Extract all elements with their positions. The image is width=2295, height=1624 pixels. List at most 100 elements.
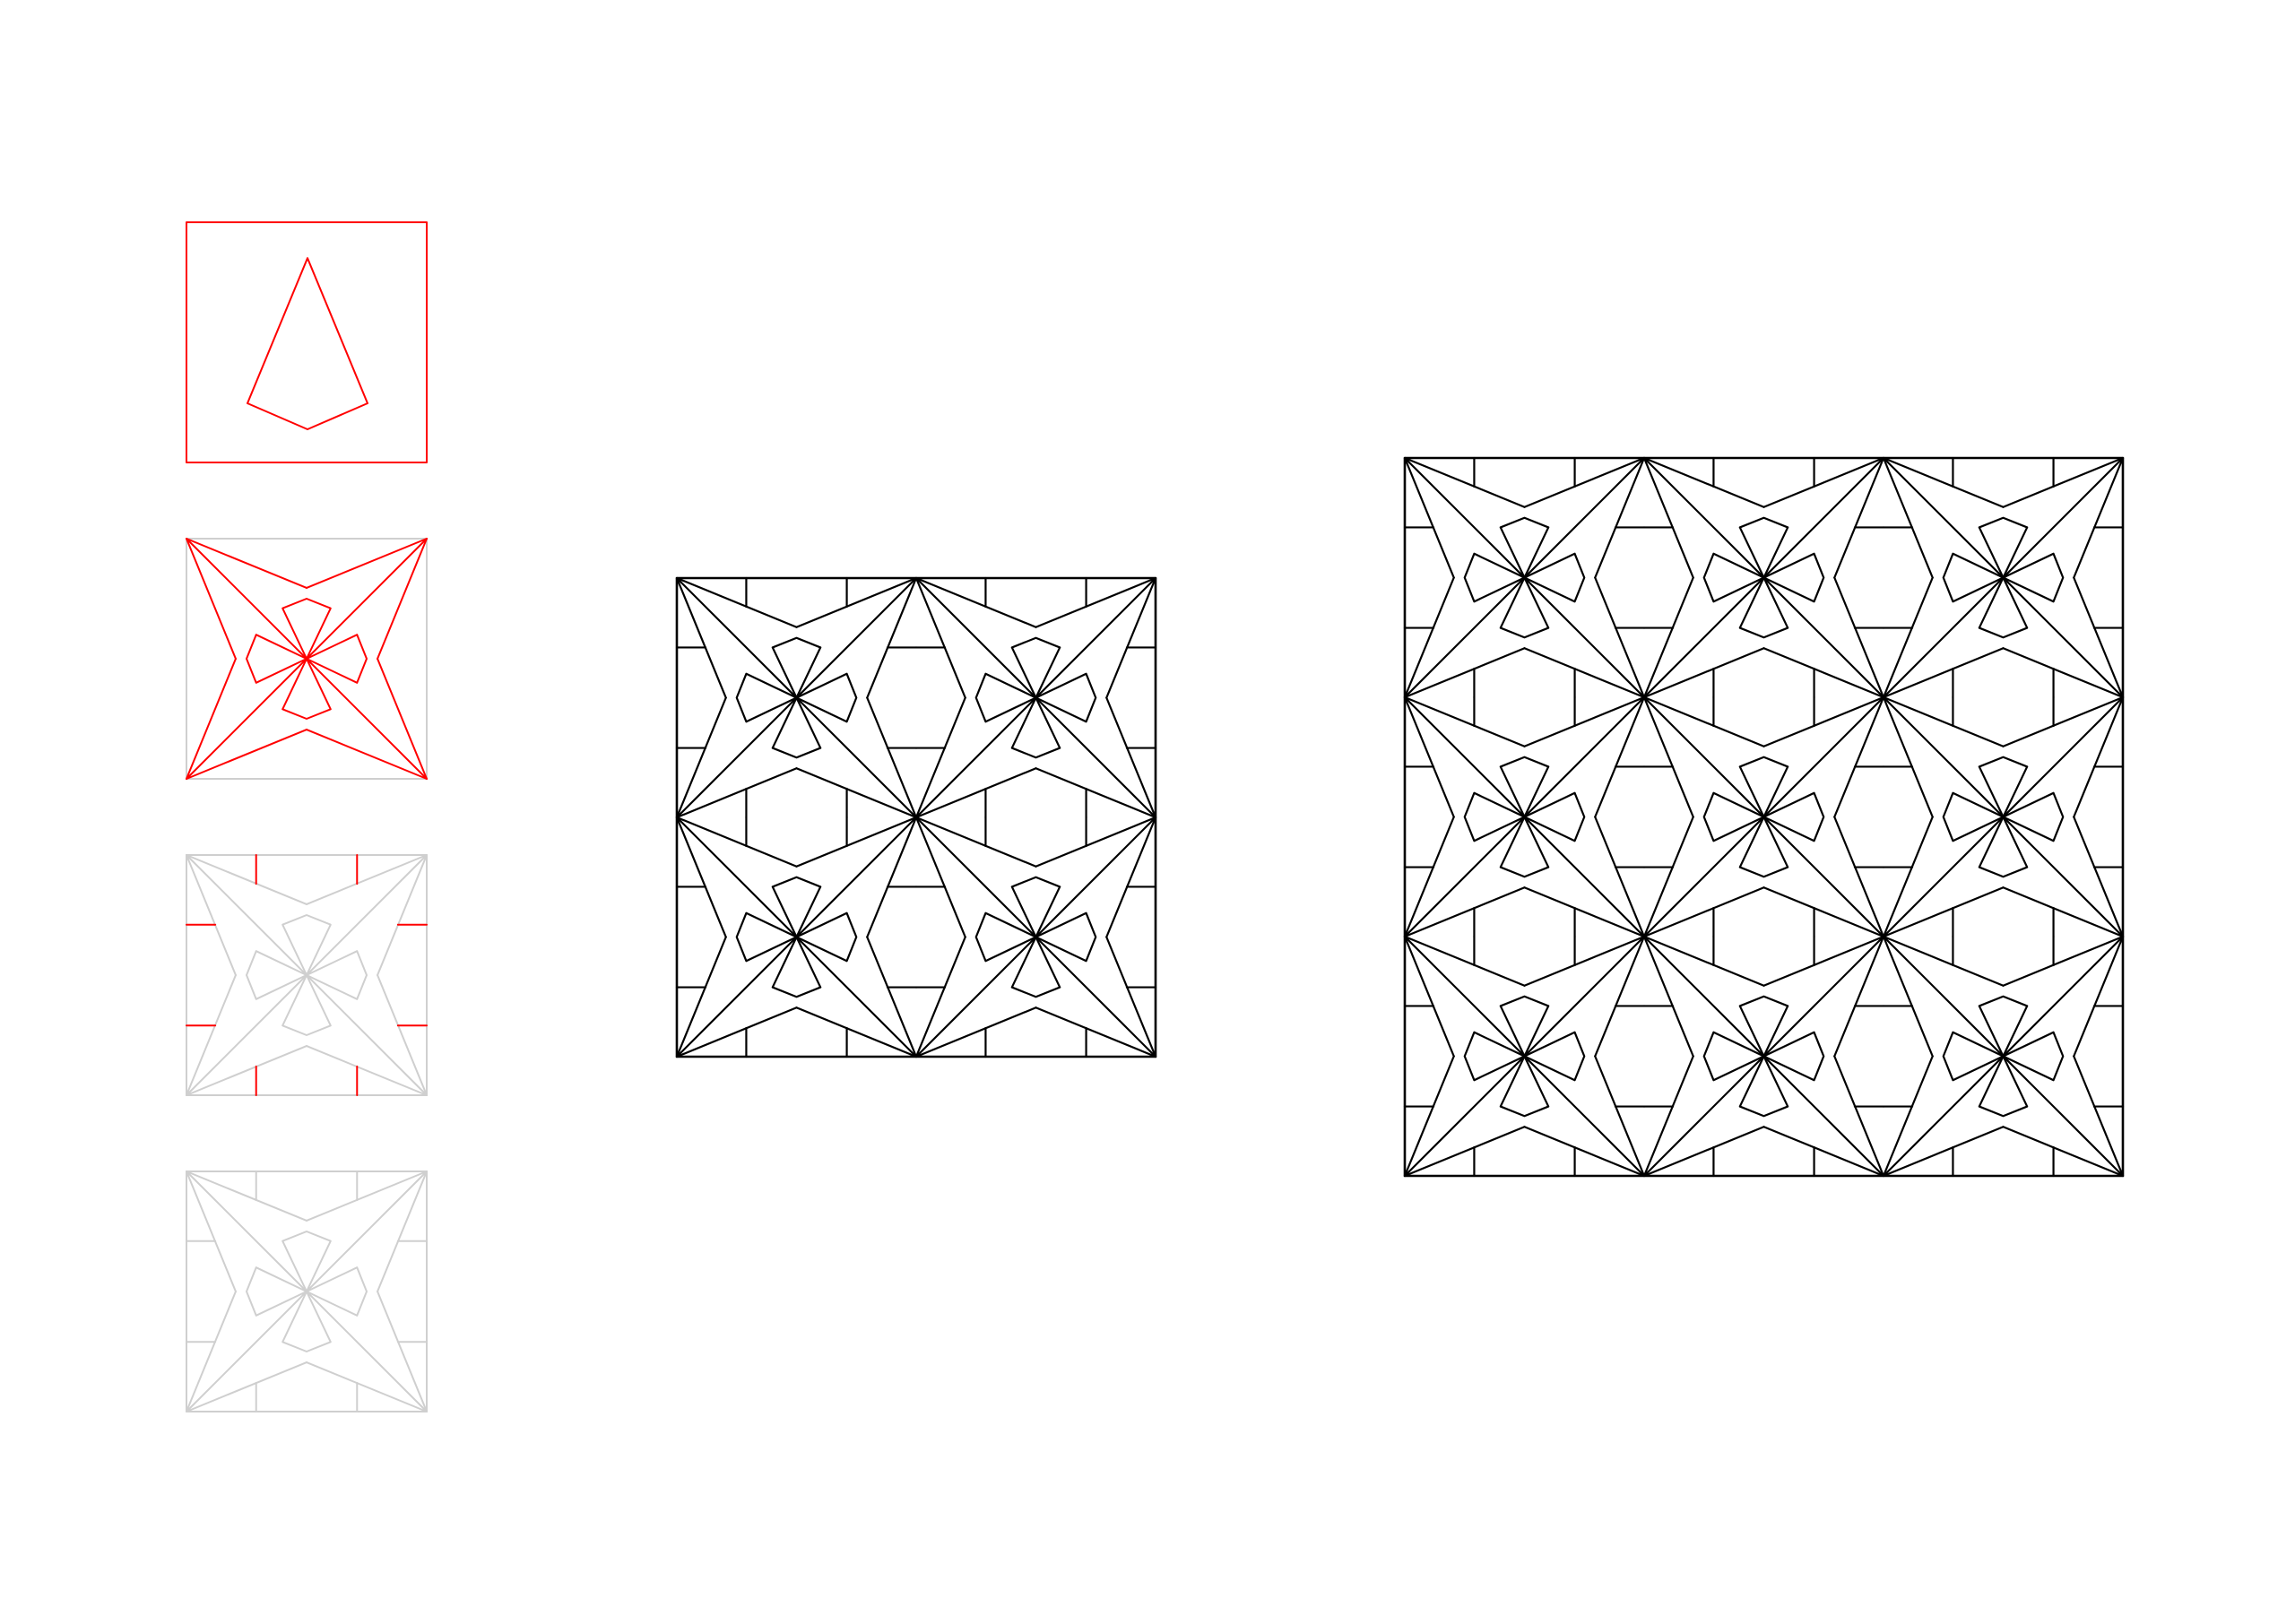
star-line [2073,816,2125,938]
kite-shape [2002,791,2065,842]
star-line [1882,935,2005,987]
kite-shape [1035,911,1097,963]
star-line [675,936,727,1058]
star-line [1035,767,1157,819]
star-line [306,1170,428,1222]
star-line [1403,456,1455,579]
star-line [2002,1126,2125,1178]
kite-shape [1463,552,1526,603]
star-line [1882,695,2005,747]
kite-shape [1738,1055,1789,1118]
kite-shape [1762,1031,1825,1082]
kite-shape [1499,995,1550,1058]
kite-shape [1499,516,1550,579]
star-line [1762,886,1885,938]
star-line [1642,935,1694,1058]
star-line [186,854,307,905]
star-line [866,696,918,819]
star-line [377,538,428,660]
star-line [306,538,428,589]
kite-shape [1762,552,1825,603]
star-line [1762,456,1885,508]
star-line [914,767,1037,819]
star-line [675,576,727,699]
star-line [1762,647,1885,699]
star-line [1833,935,1885,1058]
star-line [1833,816,1885,938]
tiling-outer-frame [1403,456,2125,1178]
star-line [1882,816,1934,938]
star-line [306,854,428,905]
star-line [186,1361,307,1412]
step-1-frame [186,221,428,463]
step-3-edge-ticks [186,854,428,1096]
kite-shape [1762,791,1825,842]
star-line [1523,456,1646,508]
kite-shape [1978,516,2029,579]
star-line [186,538,307,589]
kite-shape [1499,576,1550,639]
kite-shape [1738,576,1789,639]
star-line [1105,576,1157,699]
kite-shape [1010,636,1061,699]
star-line [1642,695,1765,747]
star-line [1882,456,1934,579]
kite-shape [1463,1031,1526,1082]
star-line [1403,695,1526,747]
star-line [377,658,428,780]
star-line [1523,886,1646,938]
star-line [186,1291,237,1412]
star-line [1594,1055,1646,1178]
kite-shape [281,1291,332,1352]
kite-shape [2002,1031,2065,1082]
star-line [1523,647,1646,699]
kite-shape [735,911,798,963]
kite-shape [1010,876,1061,938]
star-line [1523,1126,1646,1178]
star-line [795,576,918,628]
star-line [1594,576,1646,699]
star-line [675,1006,798,1058]
kite-shape [2002,552,2065,603]
star-line [1035,576,1157,628]
star-line [1594,935,1646,1058]
star-line [1594,456,1646,579]
star-line [2002,456,2125,508]
star-line [1833,576,1885,699]
star-line [1762,1126,1885,1178]
star-line [675,576,798,628]
star-line [1642,886,1765,938]
star-line [1642,647,1765,699]
kite-shape [735,672,798,723]
star-line [866,936,918,1058]
kite-shape [1978,576,2029,639]
star-line [1882,456,2005,508]
star-line [1642,935,1765,987]
star-line [1523,695,1646,747]
kite-shape [1942,1031,2005,1082]
star-line [2002,886,2125,938]
star-line [914,696,966,819]
star-line [186,658,237,780]
star-line [186,1170,237,1292]
kite-shape [1942,552,2005,603]
star-line [2073,935,2125,1058]
star-line [914,816,966,938]
kite-shape [1978,816,2029,878]
kite-shape [1978,756,2029,818]
kite-shape [1499,1055,1550,1118]
star-line [377,1170,428,1292]
star-line [2002,695,2125,747]
star-line [1642,1126,1765,1178]
star-line [1882,886,2005,938]
kite-shape [1978,1055,2029,1118]
star-line [186,974,237,1096]
star-line [186,729,307,780]
star-line [1882,576,1934,699]
star-line [377,1291,428,1412]
star-line [795,816,918,868]
star-line [1403,647,1526,699]
star-line [795,1006,918,1058]
star-line [1105,936,1157,1058]
kite-shape [1499,756,1550,818]
